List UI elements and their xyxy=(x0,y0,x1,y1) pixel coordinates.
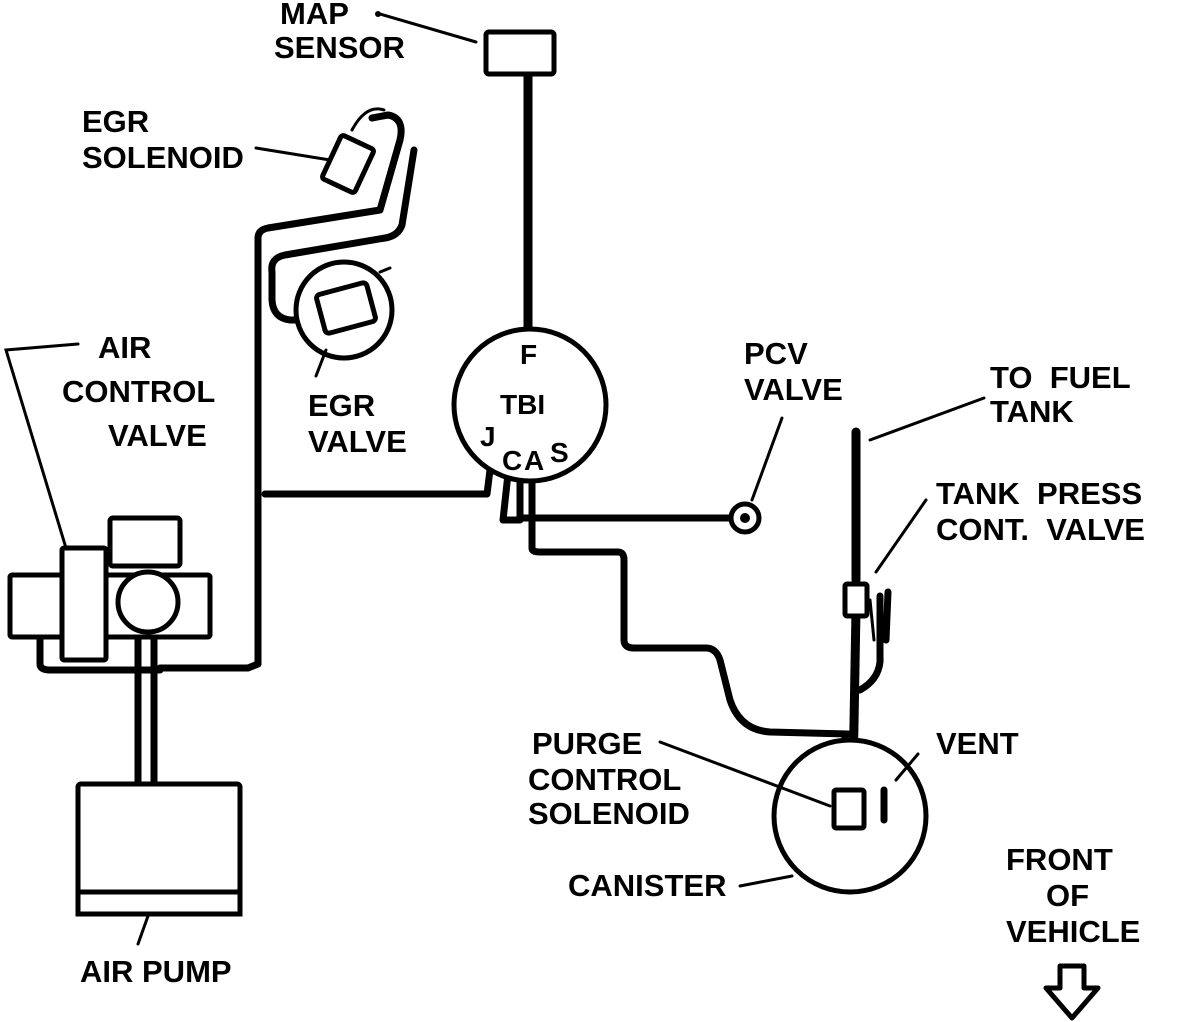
label-tbi-port-f: F xyxy=(520,339,537,370)
leader-pcv xyxy=(750,416,784,502)
leader-vent xyxy=(894,752,920,782)
label-tbi-port-c: C xyxy=(502,445,522,476)
label-purge-control-solenoid: PURGE CONTROL SOLENOID xyxy=(528,726,690,831)
hose-tank-valve-branch-2 xyxy=(882,588,892,644)
label-tank-press-cont-valve: TANK PRESS CONT. VALVE xyxy=(936,476,1145,547)
label-tbi: TBI xyxy=(500,389,545,420)
label-air-pump: AIR PUMP xyxy=(80,954,232,989)
label-tbi-port-s: S xyxy=(550,437,569,468)
label-front-of-vehicle: FRONT OF VEHICLE xyxy=(1006,842,1140,949)
leader-egr-solenoid xyxy=(254,146,332,162)
label-to-fuel-tank: TO FUEL TANK xyxy=(0,0,1173,429)
hose-tbi-s-to-canister xyxy=(528,474,852,738)
hose-tbi-c-loop xyxy=(499,470,524,524)
leader-lines xyxy=(4,11,986,946)
hose-tbi-a-to-pcv xyxy=(516,474,739,522)
air-pump xyxy=(75,781,243,917)
leader-map xyxy=(378,12,478,44)
hose-egr-solenoid-to-valve xyxy=(268,146,418,324)
leader-air-control xyxy=(4,342,80,550)
pcv-valve xyxy=(728,501,762,535)
label-egr-valve: EGR VALVE xyxy=(308,388,407,459)
hose-air-control-loop xyxy=(36,636,164,674)
label-canister: CANISTER xyxy=(568,868,726,903)
hose-trunk-down xyxy=(156,234,262,672)
leader-canister xyxy=(738,874,794,888)
egr-solenoid xyxy=(320,107,386,195)
canister xyxy=(771,737,929,895)
leader-egr-valve xyxy=(314,348,328,378)
map-sensor xyxy=(483,29,557,77)
hose-tbi-j-to-trunk xyxy=(261,466,494,498)
tank-pressure-control-valve xyxy=(842,581,876,642)
egr-valve xyxy=(293,259,395,361)
leader-fuel-tank xyxy=(868,396,986,442)
leader-purge xyxy=(658,740,832,808)
leader-air-pump xyxy=(136,914,150,946)
leader-tank-valve xyxy=(874,498,928,574)
label-map-sensor: MAP SENSOR xyxy=(274,0,405,65)
label-air-control-valve: AIR CONTROL VALVE xyxy=(62,330,223,453)
label-tbi-port-j: J xyxy=(480,421,496,452)
label-vent: VENT xyxy=(936,726,1019,761)
down-arrow-icon xyxy=(1043,963,1101,1021)
label-egr-solenoid: EGR SOLENOID xyxy=(82,104,244,175)
hose-tank-valve-branch xyxy=(856,592,884,694)
hose-trunk xyxy=(254,111,405,242)
air-control-valve xyxy=(7,515,213,663)
tbi-unit xyxy=(451,326,609,484)
label-pcv-valve: PCV VALVE xyxy=(744,336,843,407)
label-tbi-port-a: A xyxy=(524,445,544,476)
